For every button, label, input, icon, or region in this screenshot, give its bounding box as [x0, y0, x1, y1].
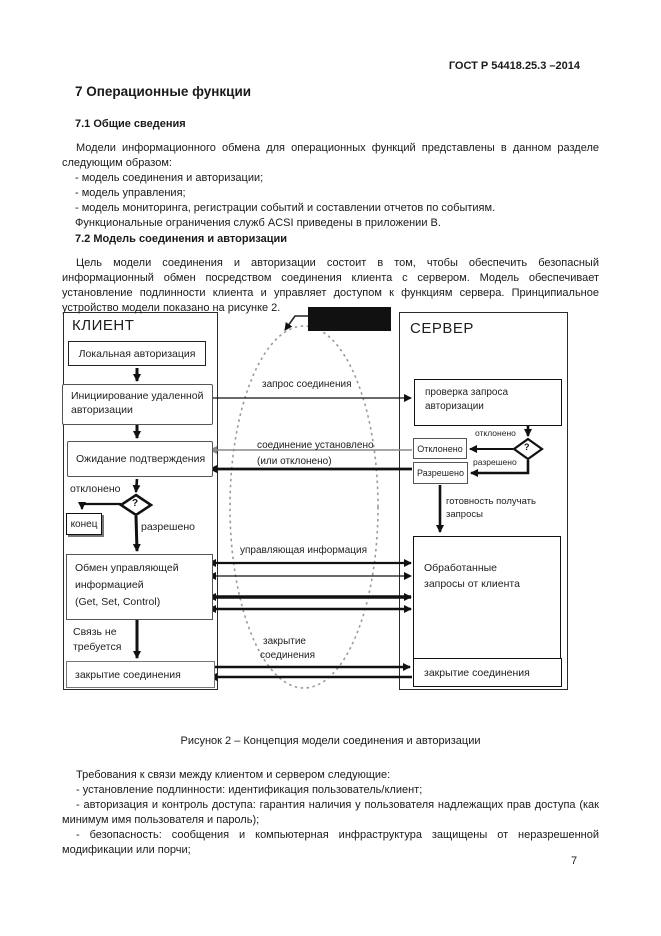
arrow-decision-to-exchange: [132, 515, 141, 552]
list-item: - безопасность: сообщения и компьютерная…: [62, 829, 599, 856]
client-local-auth-box: Локальная авторизация: [68, 341, 206, 366]
box-line: авторизации: [425, 401, 484, 412]
box-line: информацией: [75, 579, 144, 591]
box-line: проверка запроса: [425, 387, 509, 398]
server-declined-box: Отклонено: [413, 438, 467, 459]
list-item: - модель соединения и авторизации;: [75, 172, 264, 184]
label-server-allowed: разрешено: [473, 457, 517, 467]
box-line: Обмен управляющей: [75, 562, 179, 574]
paragraph-requirements: Требования к связи между клиентом и серв…: [76, 769, 391, 781]
server-close-box: закрытие соединения: [413, 658, 562, 687]
server-check-box: проверка запроса авторизации: [414, 379, 562, 426]
network-cloud-ellipse: [229, 325, 379, 689]
box-line: Инициирование удаленной: [71, 390, 204, 402]
paragraph-intro: Модели информационного обмена для операц…: [62, 142, 599, 169]
figure-caption: Рисунок 2 – Концепция модели соединения …: [180, 735, 481, 747]
page-number: 7: [571, 855, 578, 867]
redacted-label: [308, 307, 391, 331]
box-line: авторизации: [71, 404, 133, 416]
paragraph-text: Цель модели соединения и авторизации сос…: [62, 257, 599, 314]
client-question-mark: ?: [132, 498, 139, 509]
paragraph-acsi: Функциональные ограничения служб ACSI пр…: [75, 217, 441, 229]
server-allowed-box: Разрешено: [413, 462, 468, 484]
box-line: (Get, Set, Control): [75, 596, 161, 608]
label-control-info: управляющая информация: [240, 545, 367, 556]
client-close-box: закрытие соединения: [66, 661, 215, 688]
label-no-link-needed: Связь не требуется: [73, 626, 122, 653]
client-container: [63, 312, 218, 690]
server-decision-diamond: [512, 437, 544, 461]
section-heading-7: 7 Операционные функции: [75, 84, 252, 99]
client-end-box: конец: [66, 513, 102, 535]
redaction-leader-line: [284, 315, 308, 331]
server-container: [399, 312, 568, 690]
section-heading-7-2: 7.2 Модель соединения и авторизации: [75, 233, 288, 245]
label-server-declined: отклонено: [475, 428, 516, 438]
server-question-mark: ?: [524, 442, 530, 452]
figure-connectors: [78, 315, 544, 689]
client-exchange-box: Обмен управляющей информацией (Get, Set,…: [66, 554, 213, 620]
client-init-auth-box: Инициирование удаленной авторизации: [62, 384, 213, 425]
doc-code-header: ГОСТ Р 54418.25.3 –2014: [448, 60, 580, 72]
label-closing-line1: закрытие: [263, 636, 306, 647]
list-item: - модель мониторинга, регистрации событи…: [75, 202, 496, 214]
server-processed-box: Обработанные запросы от клиента: [413, 536, 561, 665]
box-line: Обработанные: [424, 562, 497, 574]
list-item: - авторизация и контроль доступа: гарант…: [62, 799, 599, 826]
label-ready-for-requests: готовность получать запросы: [446, 496, 536, 520]
arrow-wait-to-decision: [132, 478, 141, 493]
label-client-allowed: разрешено: [141, 521, 195, 533]
label-closing-line2: соединения: [260, 650, 316, 661]
label-client-declined: отклонено: [70, 483, 121, 495]
section-heading-7-1: 7.1 Общие сведения: [75, 118, 186, 130]
list-item: - установление подлинности: идентификаци…: [76, 784, 423, 796]
paragraph-model-goal: Цель модели соединения и авторизации сос…: [62, 256, 599, 316]
client-wait-box: Ожидание подтверждения: [67, 441, 213, 477]
list-item: - модель управления;: [75, 187, 186, 199]
paragraph-block-requirements: Требования к связи между клиентом и серв…: [62, 768, 599, 858]
label-connection-established: соединение установлено: [257, 440, 374, 451]
server-title: СЕРВЕР: [410, 320, 474, 337]
client-title: КЛИЕНТ: [72, 317, 135, 334]
label-connection-request: запрос соединения: [262, 379, 352, 390]
box-line: запросы от клиента: [424, 577, 520, 590]
label-or-declined: (или отклонено): [257, 456, 332, 467]
arrow-decision-to-allowed: [470, 460, 530, 477]
arrow-decision-to-end: [78, 502, 121, 510]
paragraph-block-general: Модели информационного обмена для операц…: [62, 141, 599, 231]
client-decision-diamond: [118, 493, 154, 517]
